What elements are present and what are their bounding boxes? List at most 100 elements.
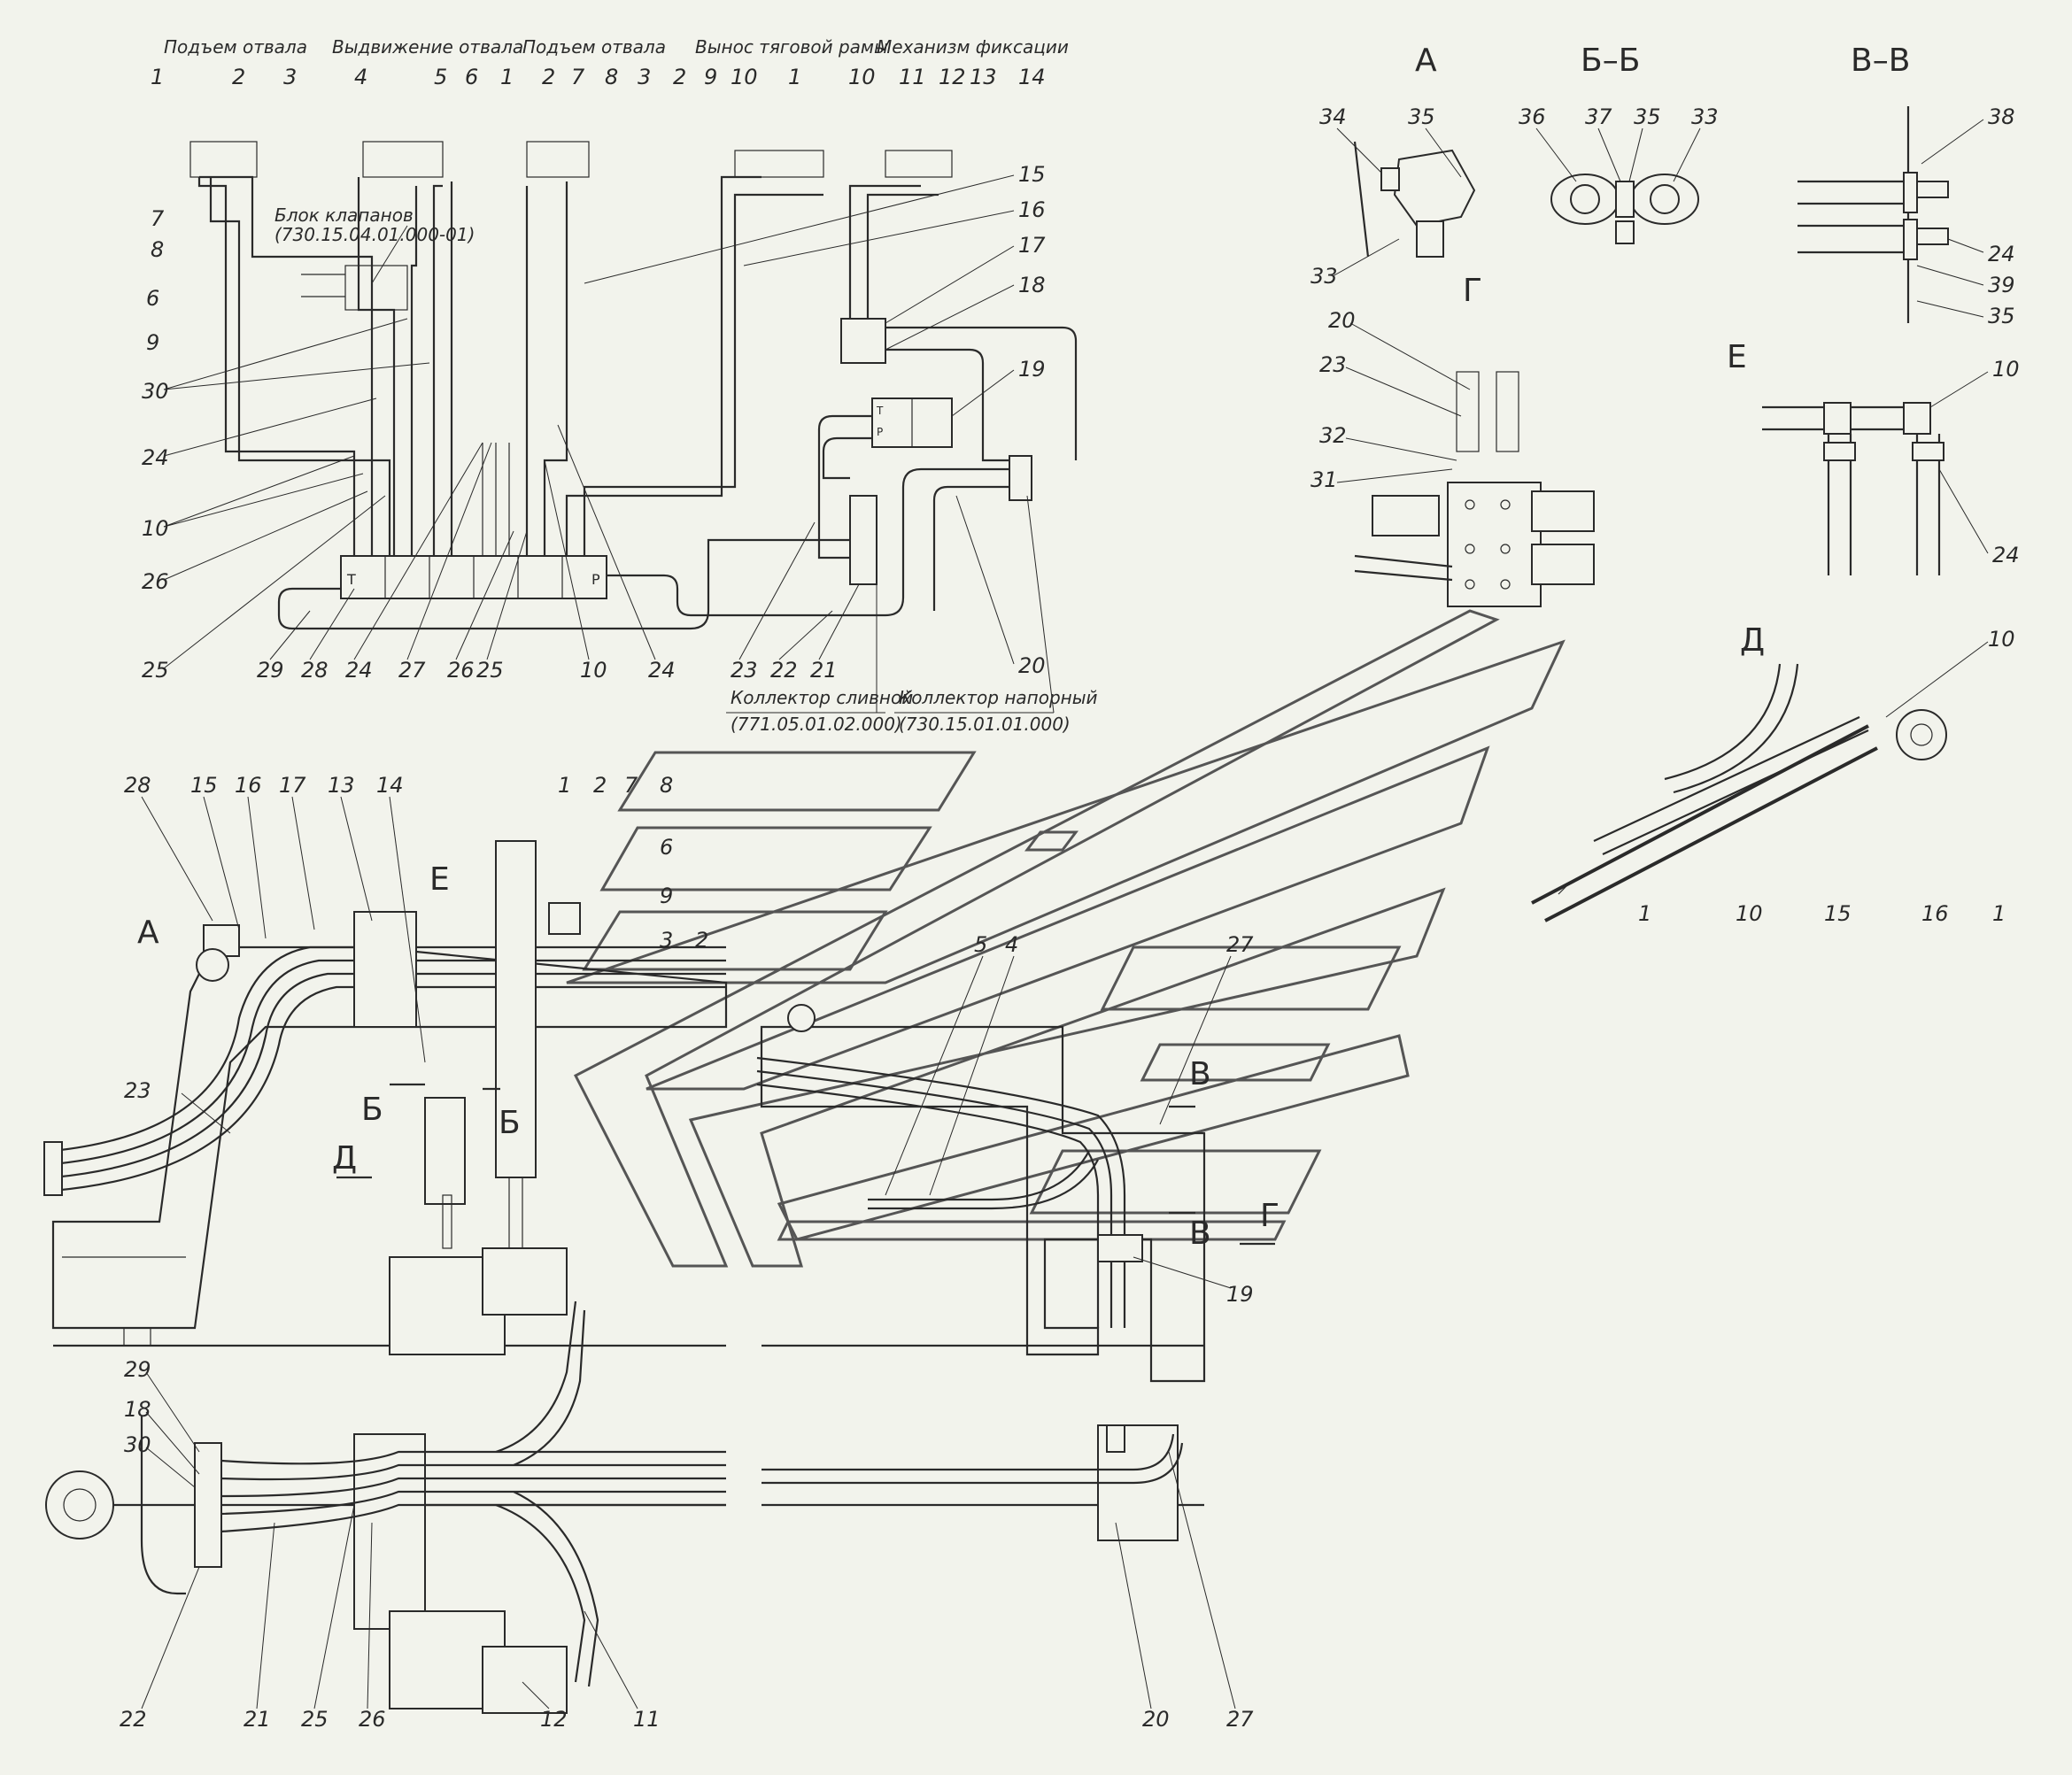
callout: 15	[190, 773, 218, 798]
collector-link	[932, 485, 1009, 611]
callout: 17	[1018, 233, 1046, 258]
callout: 24	[345, 658, 373, 683]
mark-v-top: В	[1189, 1056, 1211, 1092]
callout: 37	[1585, 104, 1612, 129]
callout: 3	[638, 65, 651, 89]
lock-pipe-3	[885, 326, 1078, 460]
mark-b-left: Б	[361, 1092, 383, 1128]
callout: 26	[447, 658, 475, 683]
port-p-label: P	[591, 571, 600, 588]
view-a: А 34 35 33	[1310, 42, 1476, 289]
pipe-lift2-b	[543, 181, 568, 556]
callout: 27	[1226, 1707, 1254, 1732]
manifold-pipe-2	[822, 436, 872, 480]
callout: 23	[124, 1078, 151, 1103]
pipe-drawbar-a	[565, 175, 762, 556]
callout: 15	[1824, 901, 1852, 926]
callout: 24	[142, 445, 169, 470]
callout: 14	[1018, 65, 1046, 89]
mark-e: Е	[429, 861, 450, 898]
callout: 24	[1992, 543, 2020, 567]
lock-pipe-2	[866, 193, 939, 319]
pressure-line	[607, 467, 1018, 617]
callout: 24	[1988, 242, 2015, 266]
callout: 18	[1018, 273, 1046, 297]
callout: 1	[1992, 901, 2006, 926]
callout: 29	[257, 658, 284, 683]
callout: 19	[1018, 357, 1046, 382]
callout: 26	[359, 1707, 386, 1732]
callout: 7	[624, 773, 638, 798]
view-g-valve-body	[1447, 482, 1542, 607]
callout: 11	[633, 1707, 661, 1732]
callout: 4	[354, 65, 367, 89]
schematic-left-callouts: 7 8 6 9 30 24 10 26 25	[142, 206, 430, 683]
callout: 21	[810, 658, 838, 683]
callout: 13	[328, 773, 355, 798]
mark-b-right: Б	[499, 1105, 521, 1141]
plan-distributor	[194, 1442, 222, 1568]
callout: 30	[124, 1432, 151, 1457]
callout: 12	[540, 1707, 568, 1732]
pipe-ext-a	[410, 186, 418, 556]
valve-block-code: (730.15.04.01.000-01)	[274, 224, 475, 245]
callout: 10	[1736, 901, 1763, 926]
callout: 32	[1319, 423, 1347, 448]
drain-line	[277, 538, 850, 630]
callout: 1	[151, 65, 164, 89]
callout: 10	[848, 65, 876, 89]
callout: 30	[142, 379, 169, 404]
pipe-lift1-a	[199, 175, 374, 556]
pressure-collector-code: (730.15.01.01.000)	[899, 714, 1071, 735]
callout: 9	[146, 330, 159, 355]
callout: 7	[571, 65, 585, 89]
port-small-t1: T	[876, 405, 884, 417]
pipe-lift1-b	[357, 177, 396, 556]
mark-v-bottom: В	[1189, 1215, 1211, 1252]
callout: 39	[1988, 273, 2015, 297]
schematic-top-callouts: 1 2 3 4 5 6 1 2 7 8 3 2 9 10 1 10 11 12 …	[151, 65, 1046, 89]
callout: 16	[235, 773, 262, 798]
callout: 20	[1018, 653, 1046, 678]
callout: 3	[660, 928, 673, 953]
callout: 20	[1142, 1707, 1170, 1732]
lock-valve	[840, 318, 886, 364]
view-bb-title: Б–Б	[1581, 42, 1640, 79]
callout: 12	[939, 65, 966, 89]
drain-collector	[849, 495, 878, 585]
lock-pipe-4	[885, 348, 1018, 462]
lock-pipe-1	[848, 184, 921, 319]
callout: 15	[1018, 162, 1046, 187]
schematic-bottom-callouts: 29 28 24 27 26 25 10 24 23 22 21	[257, 424, 860, 683]
callout: 9	[660, 884, 673, 908]
plan-view: 29 18 30 22 21 25 26 12 11 20 27	[45, 1247, 1254, 1732]
pressure-collector-label: Коллектор напорный	[899, 687, 1098, 708]
callout: 2	[542, 65, 555, 89]
actuator-drawbar	[734, 150, 824, 178]
callout: 22	[120, 1707, 147, 1732]
actuator-blade-lift-1	[189, 141, 258, 178]
view-e: Е 10 24	[1727, 339, 2020, 575]
callout: 33	[1691, 104, 1719, 129]
view-g-title: Г	[1463, 273, 1482, 309]
callout: 38	[1988, 104, 2015, 129]
view-e-title: Е	[1727, 339, 1747, 375]
callout: 20	[1328, 308, 1356, 333]
callout: 1	[788, 65, 801, 89]
callout: 25	[476, 658, 504, 683]
valve-block	[344, 265, 408, 311]
callout: 6	[465, 65, 478, 89]
title-locking-mechanism: Механизм фиксации	[877, 36, 1069, 58]
callout: 25	[301, 1707, 329, 1732]
callout: 5	[974, 932, 987, 957]
callout: 28	[301, 658, 329, 683]
callout: 21	[244, 1707, 271, 1732]
callout: 25	[142, 658, 169, 683]
callout: 35	[1988, 304, 2015, 328]
callout: 24	[648, 658, 676, 683]
side-view-callouts: 28 15 16 17 13 14 1 2 7 8 6 9 3 2 23 5 4…	[124, 773, 1254, 1307]
hydraulic-schematic: Подъем отвала Выдвижение отвала Подъем о…	[142, 36, 1098, 735]
callout: 27	[1226, 932, 1254, 957]
drain-collector-code: (771.05.01.02.000)	[731, 714, 902, 735]
